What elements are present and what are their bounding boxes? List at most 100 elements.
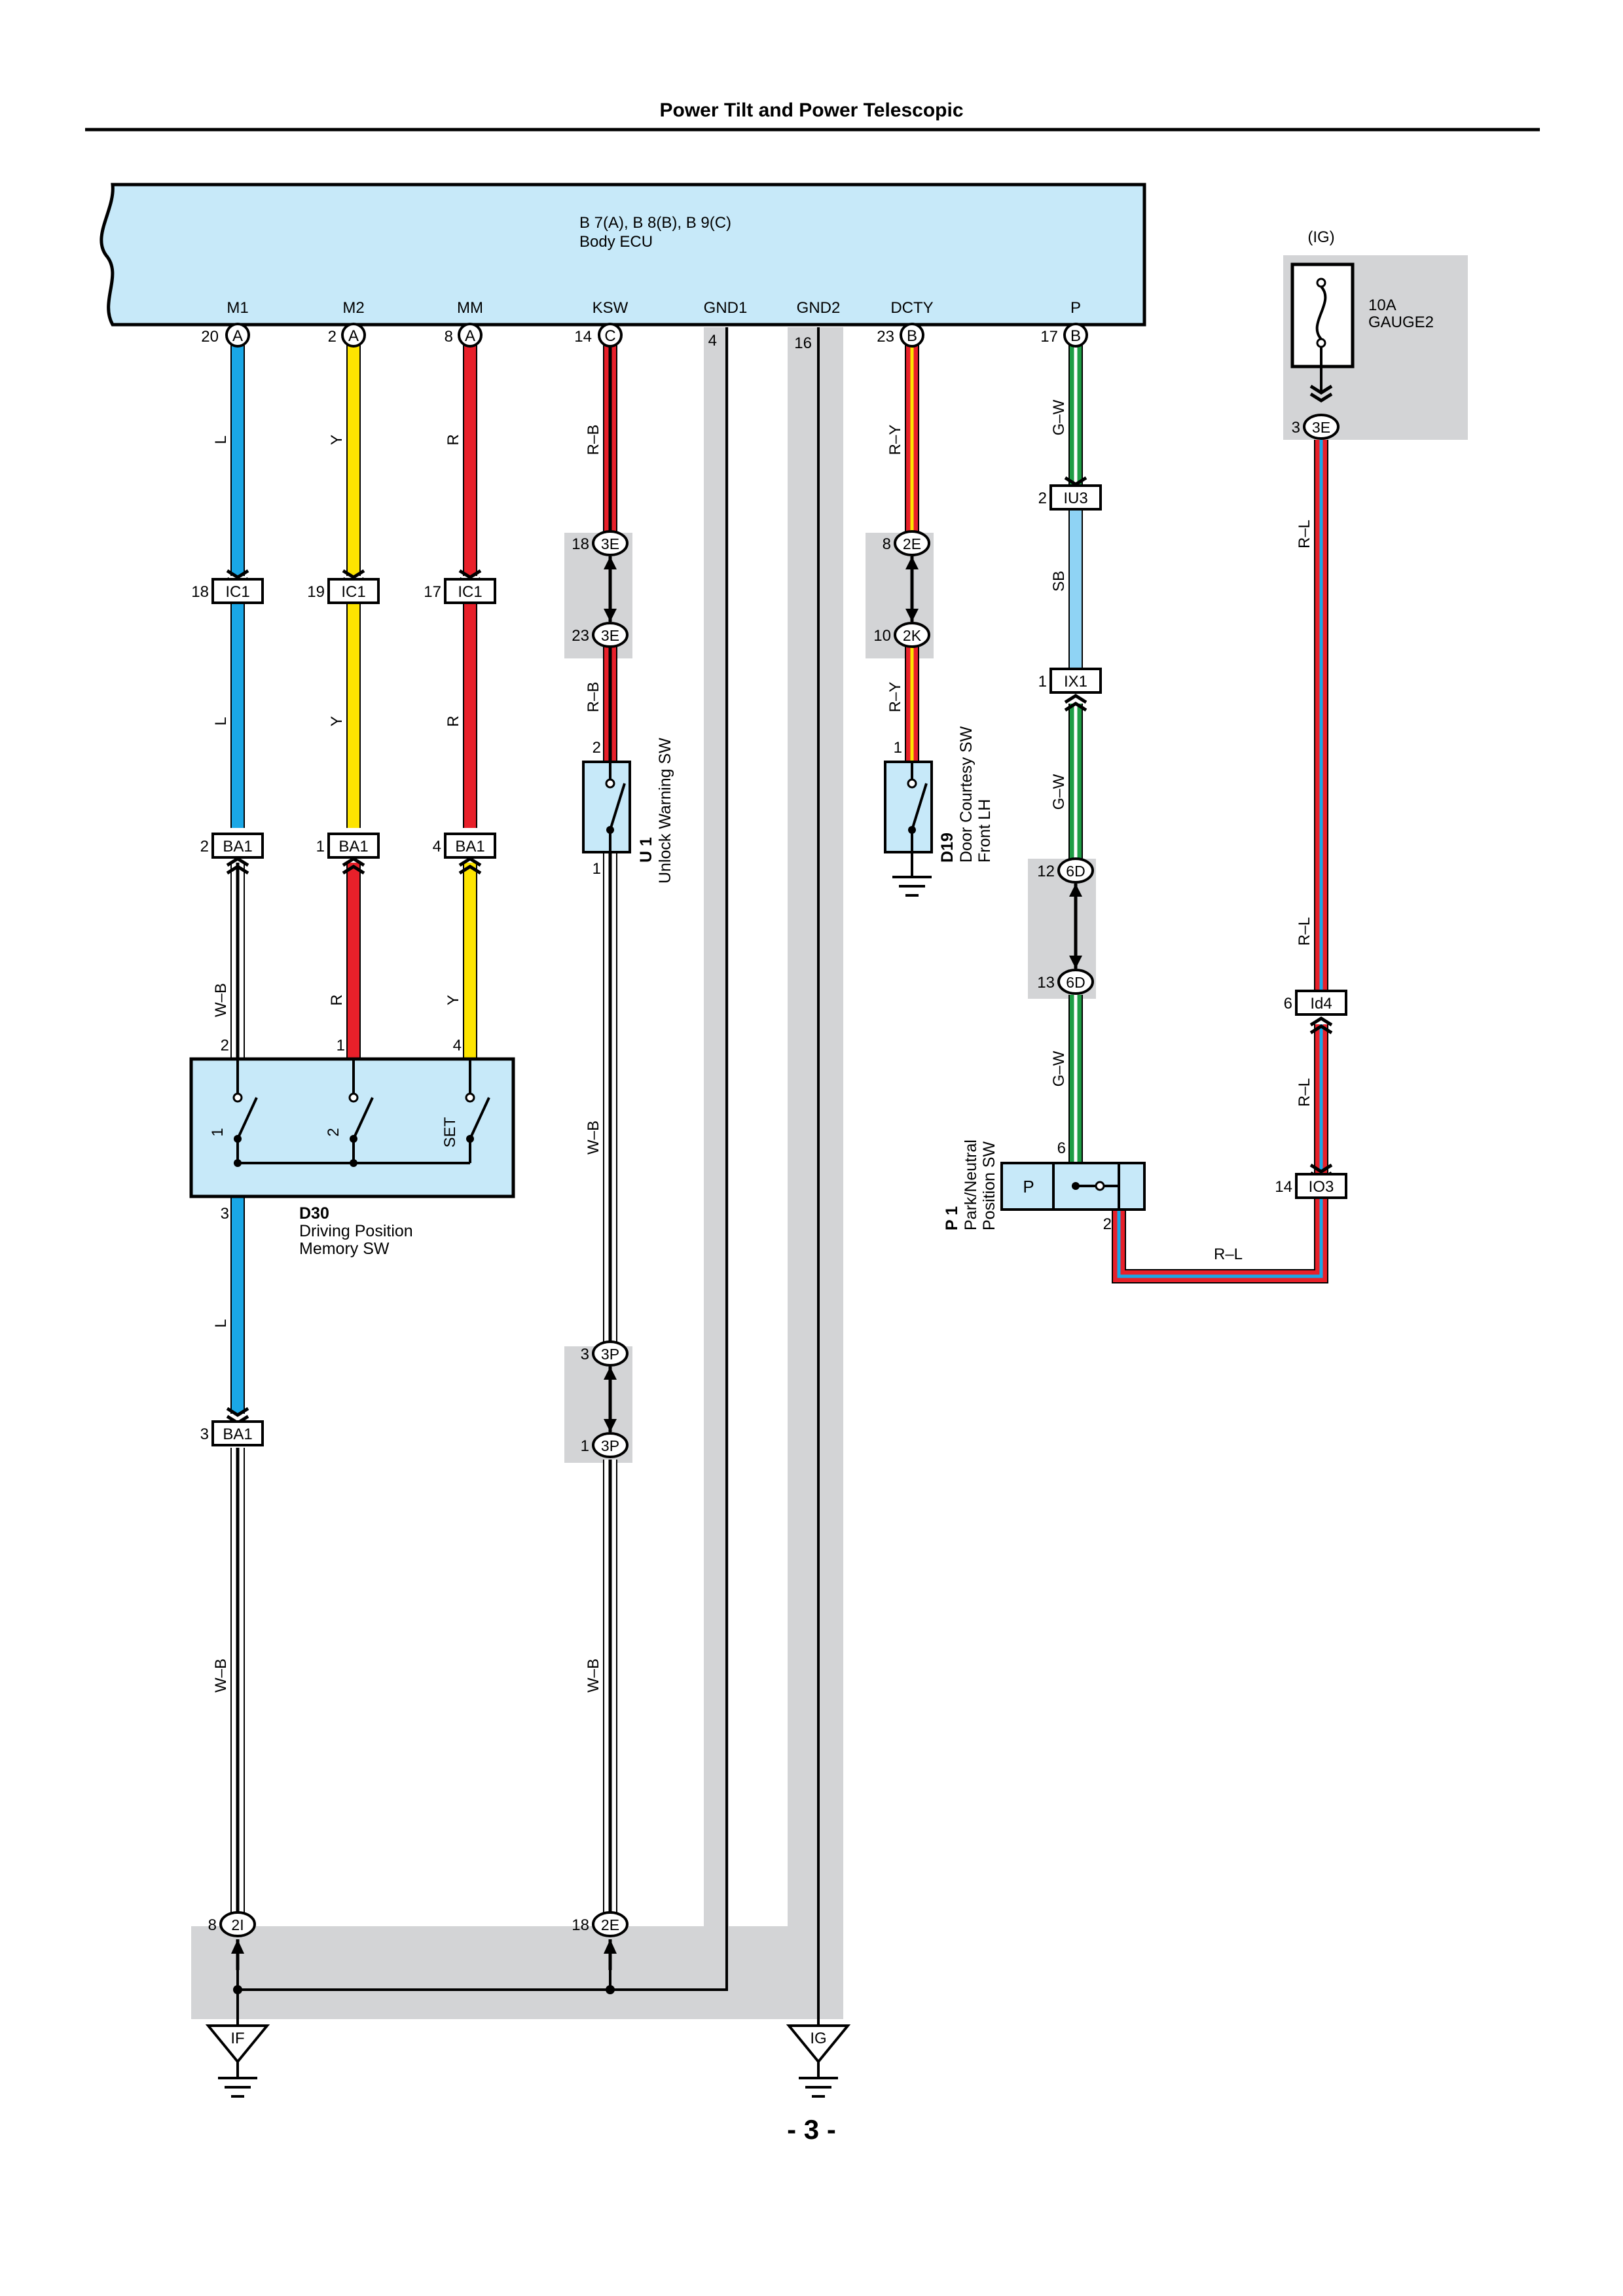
chev-id4-0 [1309,1024,1333,1035]
page-number: - 3 - [787,2114,836,2145]
p1-park-neutral-position-sw: P 6 2 P 1 Park/Neutral Position SW [943,1139,1146,1233]
fuse-supply: (IG) [1307,228,1334,246]
label-p-top: G–W [1050,399,1068,435]
label-p-mid: G–W [1050,774,1068,810]
conn-3p-top-oval [592,1340,629,1367]
shaded-regions [191,255,1468,2019]
conn-3p-bot-oval [592,1432,629,1458]
conn-io3-pin: 14 [1275,1178,1292,1196]
conn-ix1-pin: 1 [1038,673,1047,691]
d19-pin-top: 1 [894,739,902,757]
term-pin-mm: 8 [445,328,453,346]
chev-ba1-c-0 [458,865,482,875]
conn-3e-top-pin: 18 [572,535,589,553]
wires [230,340,1328,1918]
conn-2e-top-pin: 8 [883,535,891,553]
chev-ba1-a-0 [226,865,249,875]
u1-code: U 1 [637,837,655,863]
link-6d [1069,884,1082,969]
conn-ic1-m1-box [211,578,264,604]
d30-pin-out: 3 [221,1205,229,1223]
junction-left [233,1985,242,1994]
fuse-name: GAUGE2 [1368,314,1434,331]
ecu-codes: B 7(A), B 8(B), B 9(C) [579,214,731,232]
term-name-gnd2: GND2 [797,299,841,317]
link-3p-down [604,1419,617,1432]
label-ksw-top: R–B [585,425,602,456]
conn-ic1-m1-pin: 18 [191,583,209,601]
chev-io3-0 [1309,1163,1333,1174]
conn-ba1-d-code: BA1 [223,1426,252,1443]
conn-id4-code: Id4 [1310,995,1332,1013]
conn-ic1-mm-pin: 17 [424,583,441,601]
term-name-dcty: DCTY [890,299,933,317]
term-name-ksw: KSW [593,299,629,317]
chev-ix1-1 [1064,694,1087,704]
label-rl-mid: R–L [1296,917,1313,946]
p1-pin-out: 2 [1103,1215,1112,1233]
fuse-gauge2: (IG) 10A GAUGE2 [1290,228,1434,393]
d30-name-1: Driving Position [299,1222,413,1240]
conn-ba1-c-box [444,833,496,859]
bottom-shade [191,1926,843,2019]
page-title: Power Tilt and Power Telescopic [659,99,964,121]
u1-unlock-warning-sw: 2 1 U 1 Unlock Warning SW [582,738,674,884]
ground-ig-label: IG [810,2030,826,2047]
gnd1-wire [238,327,728,1991]
label-m2-top: Y [328,435,346,445]
conn-6d-bot-code: 6D [1066,974,1085,991]
conn-2e-bottom-oval [592,1911,629,1937]
link-6d-up [1069,884,1082,897]
term-name-p: P [1070,299,1081,317]
conn-2e-bottom-code: 2E [601,1916,619,1933]
conn-ba1-d-box [211,1420,264,1446]
conn-ic1-mm-code: IC1 [458,583,482,601]
term-name-m2: M2 [342,299,364,317]
d30-switch-set [465,1059,490,1163]
fuse-element-icon [1315,285,1327,340]
conn-ba1-a-pin: 2 [200,838,209,855]
label-rl-low: R–L [1296,1078,1313,1107]
body-ecu-block [100,183,1146,327]
ecu-pin-m2: A [341,323,366,348]
d30-sw3-label: SET [441,1117,459,1147]
conn-2k-bot-pin: 10 [873,627,891,645]
conn-fuse-3e-code: 3E [1312,419,1330,436]
label-ba1b-r: R [328,994,346,1005]
chev-id4 [1309,1016,1333,1035]
term-pin-ksw: 14 [574,328,592,346]
wire-rl-c [1112,1198,1328,1283]
conn-iu3-code: IU3 [1063,490,1087,507]
ecu-pin-p-code: B [1070,327,1081,345]
label-m2-mid: Y [328,716,346,726]
conn-ba1-c-pin: 4 [433,838,441,855]
link-3p-up [604,1367,617,1380]
d30-pin-in2: 1 [337,1037,345,1054]
label-ksw-mid: R–B [585,682,602,713]
bottom-arrow-1 [604,1939,617,1970]
conn-2k-bot-oval [894,622,930,648]
chev-ba1-c [458,857,482,875]
label-rl-top: R–L [1296,520,1313,548]
label-3p-out-wb: W–B [585,1659,602,1693]
conn-id4-box [1295,990,1347,1016]
term-name-m1: M1 [227,299,248,317]
chev-fuse-3e-1 [1309,392,1333,403]
wire-rl-c-stripe [1117,1198,1323,1278]
d30-name-2: Memory SW [299,1240,390,1258]
conn-3p-bot-code: 3P [601,1437,619,1454]
label-p-sb: SB [1050,571,1068,592]
conn-fuse-3e-pin: 3 [1292,419,1300,437]
conn-2e-bottom-pin: 18 [572,1916,589,1934]
d30-node-2 [350,1159,357,1167]
conn-ba1-d-pin: 3 [200,1426,209,1443]
p1-code: P 1 [943,1206,961,1230]
link-3p [604,1367,617,1432]
term-name-mm: MM [457,299,483,317]
